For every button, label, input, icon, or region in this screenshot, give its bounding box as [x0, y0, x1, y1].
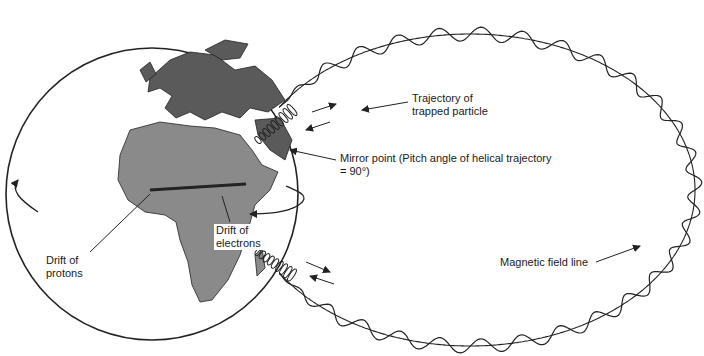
- callout-label: Drift of electrons: [214, 224, 282, 250]
- particle-trajectory: [279, 27, 702, 353]
- coil-turn: [254, 136, 263, 145]
- callout-label: Drift of protons: [44, 254, 112, 280]
- coil-turn: [286, 268, 297, 282]
- coil-turn: [274, 115, 285, 127]
- motion-arrow: [306, 262, 330, 272]
- leader-line: [90, 194, 150, 252]
- callout-label: Magnetic field line: [498, 256, 590, 269]
- motion-arrow: [306, 122, 330, 130]
- motion-arrow: [310, 276, 334, 284]
- leader-line: [596, 246, 640, 262]
- coil-turn: [270, 119, 281, 130]
- callout-label: Trajectory of trapped particle: [410, 92, 510, 118]
- helical-coils: [254, 103, 299, 282]
- leader-line: [222, 196, 230, 222]
- coil-turn: [266, 124, 276, 135]
- coil-turn: [262, 127, 272, 137]
- callout-label: Mirror point (Pitch angle of helical tra…: [338, 152, 557, 178]
- leader-line: [362, 102, 408, 110]
- leader-line: [290, 150, 336, 160]
- coil-turn: [286, 103, 299, 116]
- coil-turn: [258, 250, 267, 260]
- field-line: [279, 34, 695, 346]
- drift-arrow: [250, 204, 300, 214]
- earth-globe: [6, 40, 298, 340]
- motion-arrow: [312, 104, 336, 112]
- coil-turn: [258, 132, 267, 142]
- drift-arrow: [15, 180, 38, 212]
- drift-arrow: [286, 186, 304, 204]
- coil-turn: [278, 111, 290, 123]
